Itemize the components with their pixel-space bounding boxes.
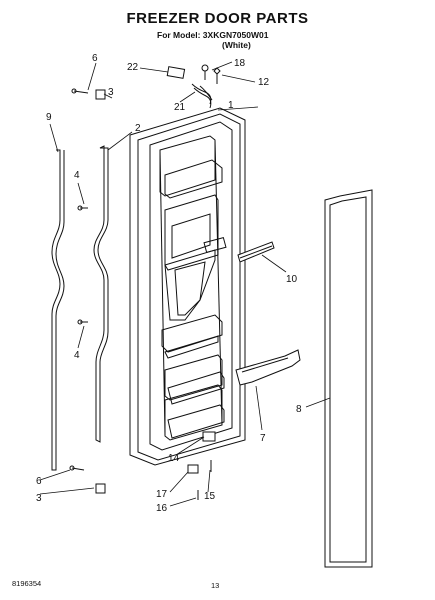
callout-16: 16 (156, 503, 168, 514)
dispenser-trim-and-bin (187, 241, 301, 500)
door-gasket (324, 189, 373, 568)
callout-22: 22 (127, 62, 139, 73)
callout-2: 2 (135, 123, 141, 134)
callout-21: 21 (174, 102, 186, 113)
model-number: For Model: 3XKGN7050W01 (157, 30, 269, 40)
callout-3: 3 (108, 87, 114, 98)
callout-4-lower: 4 (74, 350, 80, 361)
door-handle-bar (93, 145, 109, 443)
callout-6-lower: 6 (36, 476, 42, 487)
callout-leader-lines (39, 61, 331, 507)
document-number: 8196354 (12, 579, 42, 588)
callout-15: 15 (204, 491, 216, 502)
screw-and-clip-hardware (69, 88, 106, 494)
callout-6: 6 (92, 53, 98, 64)
callout-8: 8 (296, 404, 302, 415)
callout-numbers: 1 2 3 3 4 4 6 6 7 8 9 10 12 14 15 16 17 … (36, 53, 302, 514)
door-harness-and-hinge (166, 64, 221, 109)
callout-4: 4 (74, 170, 80, 181)
page-number: 13 (211, 581, 220, 590)
callout-17: 17 (156, 489, 168, 500)
freezer-door-assembly (129, 107, 246, 466)
door-seal-strip (51, 149, 65, 471)
callout-3-lower: 3 (36, 493, 42, 504)
color-note: (White) (222, 40, 251, 50)
callout-10: 10 (286, 274, 298, 285)
callout-9: 9 (46, 112, 52, 123)
callout-7: 7 (260, 433, 266, 444)
callout-1: 1 (228, 100, 234, 111)
callout-14: 14 (168, 453, 180, 464)
callout-12: 12 (258, 77, 270, 88)
page-title: FREEZER DOOR PARTS (126, 10, 309, 27)
callout-18: 18 (234, 58, 246, 69)
